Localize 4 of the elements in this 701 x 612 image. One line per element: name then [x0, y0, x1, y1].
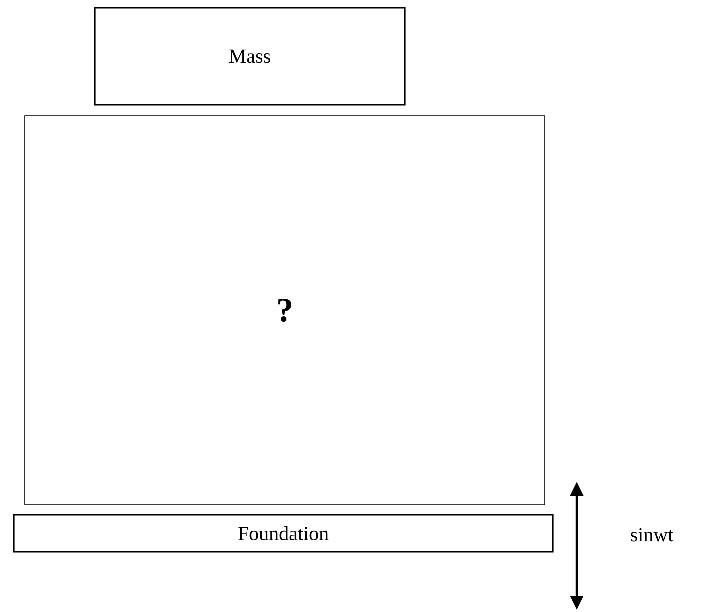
unknown-system-box: ?: [24, 116, 546, 506]
foundation-box: Foundation: [13, 514, 554, 553]
motion-label: sinwt: [631, 528, 674, 542]
mass-box: Mass: [94, 7, 406, 106]
